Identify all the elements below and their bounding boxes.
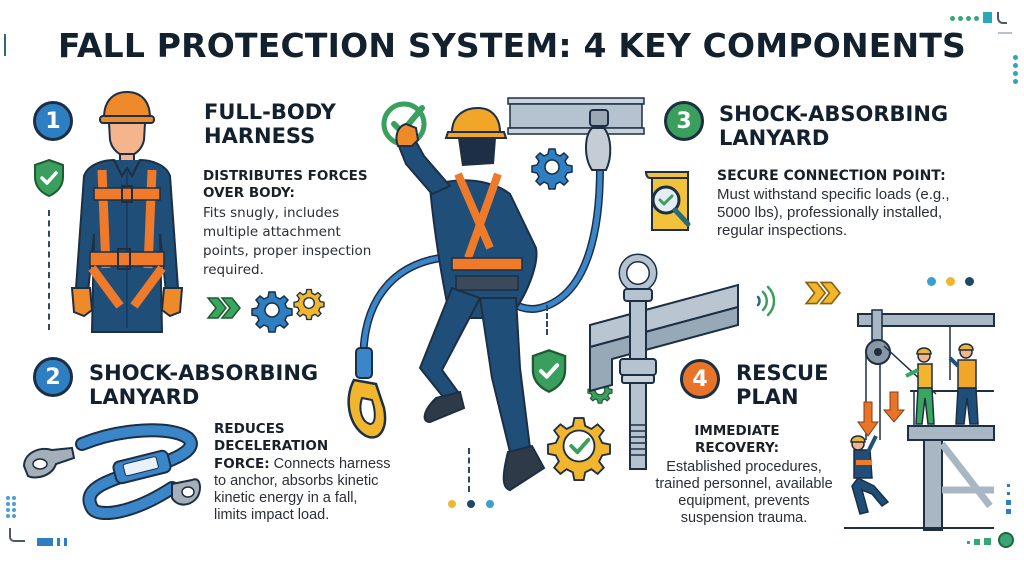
anchor-beam-illustration xyxy=(507,97,645,135)
gear-check-icon xyxy=(547,417,611,482)
component-2-heading: SHOCK-ABSORBING LANYARD xyxy=(89,361,319,409)
decor-dot xyxy=(965,277,974,286)
component-1-description: Fits snugly, includes multiple attachmen… xyxy=(203,205,372,278)
component-1-badge: 1 xyxy=(33,101,73,141)
chevron-double-right-icon xyxy=(206,297,241,319)
component-2-description: FORCE: Connects harness to anchor, absor… xyxy=(214,456,391,523)
component-3-subheading: SECURE CONNECTION POINT: xyxy=(717,168,946,184)
gear-icon xyxy=(251,291,293,333)
decor-right-dots xyxy=(1013,55,1019,85)
decor-dot xyxy=(467,500,475,508)
gear-icon xyxy=(293,288,325,321)
decor-dot xyxy=(927,277,936,286)
worker-climbing-illustration xyxy=(347,106,612,492)
component-4-subheading: IMMEDIATE RECOVERY: xyxy=(694,423,780,456)
decor-left-line xyxy=(4,34,6,56)
component-2-subheading: REDUCES DECELERATION xyxy=(214,421,329,454)
component-4-badge: 4 xyxy=(680,359,720,399)
lanyard-illustration xyxy=(22,423,201,520)
component-1-heading: FULL-BODY HARNESS xyxy=(204,100,336,148)
page-title: FALL PROTECTION SYSTEM: 4 KEY COMPONENTS xyxy=(57,26,967,65)
worker-harness-illustration xyxy=(70,90,184,333)
component-4-description: Established procedures, trained personne… xyxy=(655,459,833,526)
eye-bolt-anchor-illustration xyxy=(589,253,739,470)
decor-top-right xyxy=(950,12,1020,38)
chevron-double-right-icon xyxy=(804,281,842,305)
decor-bottom-right xyxy=(960,484,1024,554)
component-1-subheading: DISTRIBUTES FORCES OVER BODY: xyxy=(203,168,368,201)
decor-bottom-left xyxy=(6,496,76,554)
decor-dot xyxy=(946,277,955,286)
signal-waves-icon xyxy=(756,285,776,317)
dotted-connector xyxy=(48,210,50,330)
shield-check-icon xyxy=(531,349,567,393)
document-magnifier-icon xyxy=(644,171,691,231)
component-3-badge: 3 xyxy=(664,101,704,141)
component-4-heading: RESCUE PLAN xyxy=(736,361,829,409)
rescue-scene-illustration xyxy=(844,309,995,531)
dotted-connector xyxy=(546,305,548,335)
gear-icon xyxy=(531,148,573,190)
component-3-heading: SHOCK-ABSORBING LANYARD xyxy=(719,102,949,150)
decor-dot xyxy=(486,500,494,508)
shield-check-icon xyxy=(34,158,64,198)
dotted-connector xyxy=(468,448,470,492)
component-3-description: Must withstand specific loads (e.g., 500… xyxy=(717,186,950,239)
component-2-badge: 2 xyxy=(33,357,73,397)
decor-dot xyxy=(448,500,456,508)
